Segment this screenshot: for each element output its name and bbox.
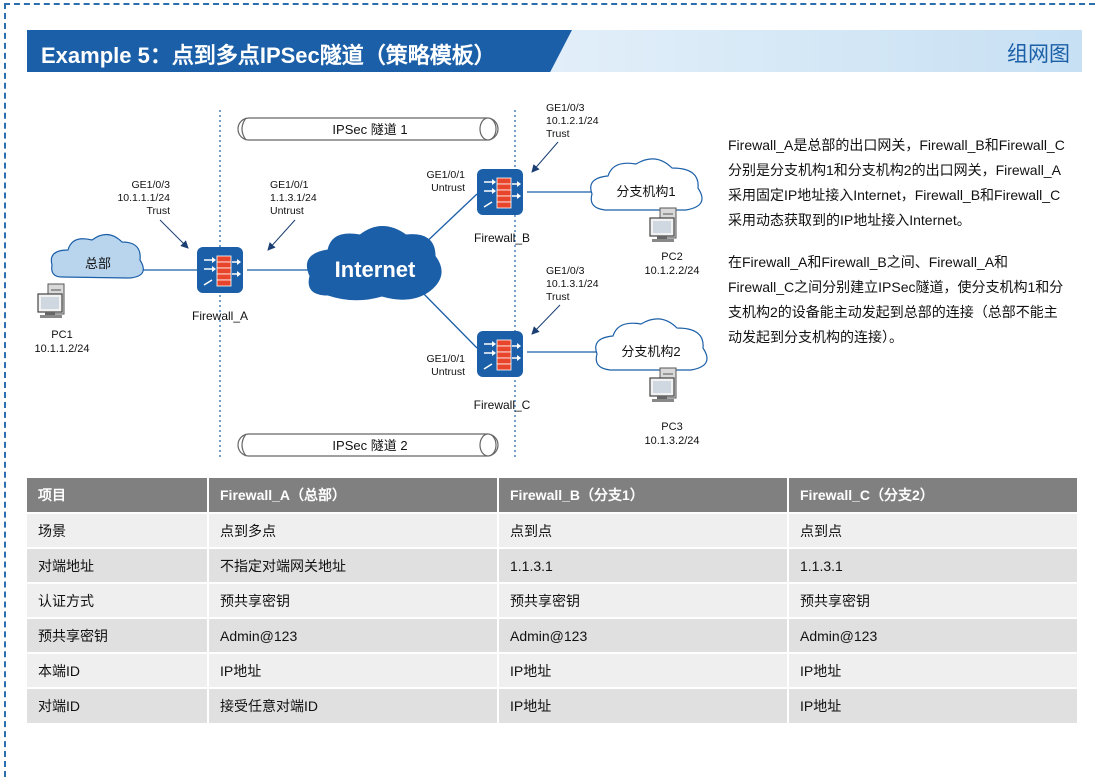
internet-label: Internet xyxy=(335,257,416,282)
pc1-icon xyxy=(37,283,65,319)
fw-c-trust-2: 10.1.3.1/24 xyxy=(546,278,599,290)
table-cell: IP地址 xyxy=(788,652,1077,688)
fw-c-untrust-2: Untrust xyxy=(431,366,465,378)
table-cell: 点到点 xyxy=(498,512,789,548)
table-cell: 点到点 xyxy=(788,512,1077,548)
table-row: 本端ID IP地址 IP地址 IP地址 xyxy=(27,652,1077,688)
table-cell: 1.1.3.1 xyxy=(498,547,789,583)
table-header-cell: Firewall_C（分支2） xyxy=(788,478,1077,513)
fw-b-untrust-1: GE1/0/1 xyxy=(426,169,465,181)
fw-b-trust-2: 10.1.2.1/24 xyxy=(546,115,599,127)
fw-a-port-left-3: Trust xyxy=(146,205,170,217)
pc2-icon xyxy=(649,207,677,243)
table-header-cell: 项目 xyxy=(27,478,209,513)
table-row: 认证方式 预共享密钥 预共享密钥 预共享密钥 xyxy=(27,582,1077,618)
table-cell: 预共享密钥 xyxy=(27,617,209,653)
frame-border-left xyxy=(4,3,6,777)
pc2-ip: 10.1.2.2/24 xyxy=(644,265,699,277)
section-label: 组网图 xyxy=(1007,43,1070,66)
firewall-a-icon xyxy=(196,246,244,294)
table-cell: 认证方式 xyxy=(27,582,209,618)
ipsec-tunnel-1: IPSec 隧道 1 xyxy=(237,117,499,141)
fw-b-untrust-2: Untrust xyxy=(431,182,465,194)
table-header-cell: Firewall_B（分支1） xyxy=(498,478,789,513)
table-cell: 预共享密钥 xyxy=(208,582,499,618)
branch1-cloud: 分支机构1 xyxy=(590,158,703,211)
hq-cloud-label: 总部 xyxy=(85,256,111,271)
table-cell: Admin@123 xyxy=(208,617,499,653)
table-header-row: 项目 Firewall_A（总部） Firewall_B（分支1） Firewa… xyxy=(27,478,1077,513)
table-cell: 不指定对端网关地址 xyxy=(208,547,499,583)
slide-header: Example 5：点到多点IPSec隧道（策略模板） 组网图 xyxy=(27,30,1082,72)
fw-c-untrust-1: GE1/0/1 xyxy=(426,353,465,365)
fw-a-port-left-2: 10.1.1.1/24 xyxy=(117,192,170,204)
pc1-name: PC1 xyxy=(51,329,72,341)
table-cell: 预共享密钥 xyxy=(498,582,789,618)
fw-a-port-right-2: 1.1.3.1/24 xyxy=(270,192,317,204)
fw-a-port-left-1: GE1/0/3 xyxy=(131,179,170,191)
branch2-cloud: 分支机构2 xyxy=(595,318,708,371)
hq-cloud: 总部 xyxy=(50,233,144,279)
table-cell: 场景 xyxy=(27,512,209,548)
page-title: Example 5：点到多点IPSec隧道（策略模板） xyxy=(41,43,496,68)
description-paragraph-1: Firewall_A是总部的出口网关，Firewall_B和Firewall_C… xyxy=(728,137,1065,228)
frame-border-top xyxy=(4,3,1095,5)
firewall-c-icon xyxy=(476,330,524,378)
table-cell: IP地址 xyxy=(498,652,789,688)
tunnel-2-label: IPSec 隧道 2 xyxy=(332,438,407,453)
firewall-c-label: Firewall_C xyxy=(474,398,531,412)
table-header-cell: Firewall_A（总部） xyxy=(208,478,499,513)
fw-c-trust-3: Trust xyxy=(546,291,570,303)
table-cell: 预共享密钥 xyxy=(788,582,1077,618)
table-cell: IP地址 xyxy=(498,687,789,723)
table-row: 对端地址 不指定对端网关地址 1.1.3.1 1.1.3.1 xyxy=(27,547,1077,583)
pc3-name: PC3 xyxy=(661,421,682,433)
pc2-name: PC2 xyxy=(661,251,682,263)
table-row: 对端ID 接受任意对端ID IP地址 IP地址 xyxy=(27,687,1077,723)
table-cell: IP地址 xyxy=(788,687,1077,723)
pc1-ip: 10.1.1.2/24 xyxy=(34,343,89,355)
pc3-icon xyxy=(649,367,677,403)
table-row: 预共享密钥 Admin@123 Admin@123 Admin@123 xyxy=(27,617,1077,653)
fw-b-trust-1: GE1/0/3 xyxy=(546,102,585,114)
table-row: 场景 点到多点 点到点 点到点 xyxy=(27,512,1077,548)
internet-cloud: Internet xyxy=(306,226,442,301)
config-table: 项目 Firewall_A（总部） Firewall_B（分支1） Firewa… xyxy=(27,478,1077,723)
table-cell: 1.1.3.1 xyxy=(788,547,1077,583)
tunnel-1-label: IPSec 隧道 1 xyxy=(332,122,407,137)
table-cell: 接受任意对端ID xyxy=(208,687,499,723)
network-diagram: IPSec 隧道 1 IPSec 隧道 2 总部 PC1 10.1.1.2/24… xyxy=(34,102,708,460)
branch2-cloud-label: 分支机构2 xyxy=(621,344,680,359)
table-cell: 本端ID xyxy=(27,652,209,688)
table-cell: 对端ID xyxy=(27,687,209,723)
firewall-b-label: Firewall_B xyxy=(474,231,530,245)
scenario-description: Firewall_A是总部的出口网关，Firewall_B和Firewall_C… xyxy=(728,133,1066,350)
firewall-b-icon xyxy=(476,168,524,216)
fw-a-port-right-1: GE1/0/1 xyxy=(270,179,309,191)
table-cell: Admin@123 xyxy=(788,617,1077,653)
title-banner xyxy=(27,30,572,72)
fw-b-trust-3: Trust xyxy=(546,128,570,140)
table-cell: 对端地址 xyxy=(27,547,209,583)
fw-c-trust-1: GE1/0/3 xyxy=(546,265,585,277)
table-cell: Admin@123 xyxy=(498,617,789,653)
description-paragraph-2: 在Firewall_A和Firewall_B之间、Firewall_A和Fire… xyxy=(728,254,1064,345)
fw-a-port-right-3: Untrust xyxy=(270,205,304,217)
firewall-a-label: Firewall_A xyxy=(192,309,248,323)
pc3-ip: 10.1.3.2/24 xyxy=(644,435,699,447)
table-cell: 点到多点 xyxy=(208,512,499,548)
branch1-cloud-label: 分支机构1 xyxy=(616,184,675,199)
ipsec-tunnel-2: IPSec 隧道 2 xyxy=(237,433,499,457)
table-cell: IP地址 xyxy=(208,652,499,688)
